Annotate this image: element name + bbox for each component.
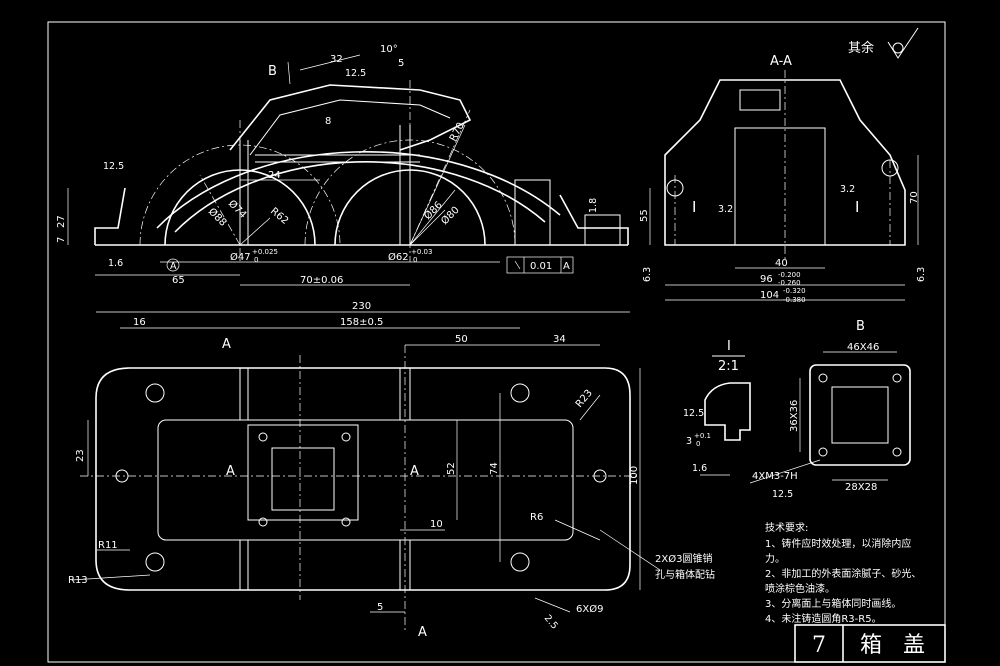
view-b-dim-28: 28X28 xyxy=(845,482,877,493)
dim-phi47: Ø47 xyxy=(230,251,251,263)
section-a-a: A-A I I 3.2 3.2 55 70 40 96 -0.200 -0.26… xyxy=(639,54,927,304)
plan-dim-100: 100 xyxy=(629,466,640,485)
dim-1-8: 1.8 xyxy=(588,198,599,213)
plan-dim-16: 16 xyxy=(133,317,146,328)
note-line-1: 1、铸件应时效处理，以消除内应 xyxy=(765,537,911,550)
note-line-2: 力。 xyxy=(765,552,785,565)
detail-r12-5: 12.5 xyxy=(683,408,704,419)
drawing-border xyxy=(47,21,946,663)
detail-label: I xyxy=(727,339,731,354)
title-block-name: 箱 盖 xyxy=(860,633,925,658)
note-line-5: 3、分离面上与箱体同时画线。 xyxy=(765,597,901,610)
dim-phi62: Ø62 xyxy=(388,251,409,263)
title-block-number: 7 xyxy=(812,633,826,658)
plan-view: 230 16 158±0.5 50 34 R23 23 52 74 100 10… xyxy=(68,301,715,640)
plan-section-a-mid: A xyxy=(410,464,419,479)
detail-scale: 2:1 xyxy=(718,359,739,374)
section-mark-i-right: I xyxy=(855,198,859,216)
sec-dim-55: 55 xyxy=(639,209,650,222)
detail-r1-6: 1.6 xyxy=(692,463,707,474)
dim-7: 7 xyxy=(56,237,67,243)
dim-70-tol: 70±0.06 xyxy=(300,275,343,286)
datum-a: A xyxy=(170,261,177,272)
dim-5: 5 xyxy=(398,58,404,69)
view-b-dim-46: 46X46 xyxy=(847,342,879,353)
section-mark-i-left: I xyxy=(692,198,696,216)
dim-32: 32 xyxy=(330,54,343,65)
dim-24: 24 xyxy=(268,170,281,181)
plan-hole-note-2: 孔与箱体配钻 xyxy=(655,568,715,581)
plan-dim-23: 23 xyxy=(75,449,86,462)
plan-dim-230: 230 xyxy=(352,301,371,312)
note-line-3: 2、非加工的外表面涂腻子、砂光、 xyxy=(765,567,921,580)
plan-dim-r11: R11 xyxy=(98,540,118,551)
detail-r12-5b: 12.5 xyxy=(772,489,793,500)
roughness-symbol xyxy=(887,27,919,59)
detail-dim-3: 3 xyxy=(686,436,692,447)
dim-phi62-tol2: 0 xyxy=(413,256,417,264)
dim-phi88: Ø88 xyxy=(206,206,229,229)
dim-8: 8 xyxy=(325,116,331,127)
sec-dim-6-3a: 6.3 xyxy=(642,267,653,282)
dim-phi47-tol: +0.025 xyxy=(252,248,278,256)
dim-10deg: 10° xyxy=(380,44,398,55)
plan-dim-74: 74 xyxy=(489,462,500,475)
plan-dim-158: 158±0.5 xyxy=(340,317,383,328)
plan-section-a-left: A xyxy=(226,464,235,479)
plan-dim-r13: R13 xyxy=(68,575,88,586)
detail-dim-3-tol2: 0 xyxy=(696,440,700,448)
sec-dim-104: 104 xyxy=(760,290,779,301)
plan-dim-50: 50 xyxy=(455,334,468,345)
plan-dim-52: 52 xyxy=(446,462,457,475)
plan-section-a-top: A xyxy=(222,337,231,352)
notes-title: 技术要求: xyxy=(765,521,808,534)
view-b-arrow-label: B xyxy=(268,64,277,79)
sec-r3-2a: 3.2 xyxy=(718,204,733,215)
plan-dim-10: 10 xyxy=(430,519,443,530)
section-title: A-A xyxy=(770,54,792,69)
dim-r12-5: 12.5 xyxy=(345,68,366,79)
sec-dim-96-tol2: -0.260 xyxy=(778,279,801,287)
dim-1-6: 1.6 xyxy=(108,258,123,269)
sec-dim-6-3b: 6.3 xyxy=(916,267,927,282)
sec-dim-104-tol1: -0.320 xyxy=(783,287,806,295)
plan-hole-note-1: 2XØ3圆锥销 xyxy=(655,552,712,565)
view-b-dim-36: 36X36 xyxy=(789,400,800,432)
plan-dim-34: 34 xyxy=(553,334,566,345)
dim-27: 27 xyxy=(56,215,67,228)
plan-dim-r6: R6 xyxy=(530,512,543,523)
plan-dim-2-5: 2.5 xyxy=(542,613,560,632)
tol-frame-ref: A xyxy=(563,261,570,272)
view-b-label: B xyxy=(856,319,865,334)
note-line-6: 4、未注铸造圆角R3-R5。 xyxy=(765,612,882,625)
sec-dim-96-tol1: -0.200 xyxy=(778,271,801,279)
roughness-other-label: 其余 xyxy=(848,40,874,56)
detail-dim-3-tol: +0.1 xyxy=(694,432,711,440)
detail-i: I 2:1 12.5 3 +0.1 0 1.6 4XM3-7H 12.5 xyxy=(683,339,821,500)
sec-dim-96: 96 xyxy=(760,274,773,285)
sec-r3-2b: 3.2 xyxy=(840,184,855,195)
detail-thread: 4XM3-7H xyxy=(752,471,798,482)
title-block: 7 箱 盖 xyxy=(794,624,946,663)
note-line-4: 喷涂棕色油漆。 xyxy=(765,582,835,595)
dim-phi74: Ø74 xyxy=(226,198,249,221)
tol-frame-value: 0.01 xyxy=(530,261,552,272)
plan-dim-5: 5 xyxy=(377,602,383,613)
dim-phi47-tol2: 0 xyxy=(254,256,258,264)
plan-dim-r23: R23 xyxy=(574,388,595,410)
plan-holes-6: 6XØ9 xyxy=(576,603,603,615)
sec-dim-104-tol2: -0.380 xyxy=(783,296,806,304)
plan-section-a-bottom: A xyxy=(418,625,427,640)
technical-notes: 技术要求: 1、铸件应时效处理，以消除内应 力。 2、非加工的外表面涂腻子、砂光… xyxy=(765,521,921,625)
sec-dim-40: 40 xyxy=(775,258,788,269)
dim-12-5-left: 12.5 xyxy=(103,161,124,172)
front-view: 32 10° 5 12.5 8 R70 24 Ø88 Ø74 R62 Ø86 Ø… xyxy=(56,44,629,286)
sec-dim-70: 70 xyxy=(909,191,920,204)
dim-phi62-tol: +0.03 xyxy=(411,248,432,256)
dim-r62: R62 xyxy=(268,206,290,227)
view-b: B 46X46 36X36 28X28 xyxy=(789,319,911,493)
dim-65: 65 xyxy=(172,275,185,286)
